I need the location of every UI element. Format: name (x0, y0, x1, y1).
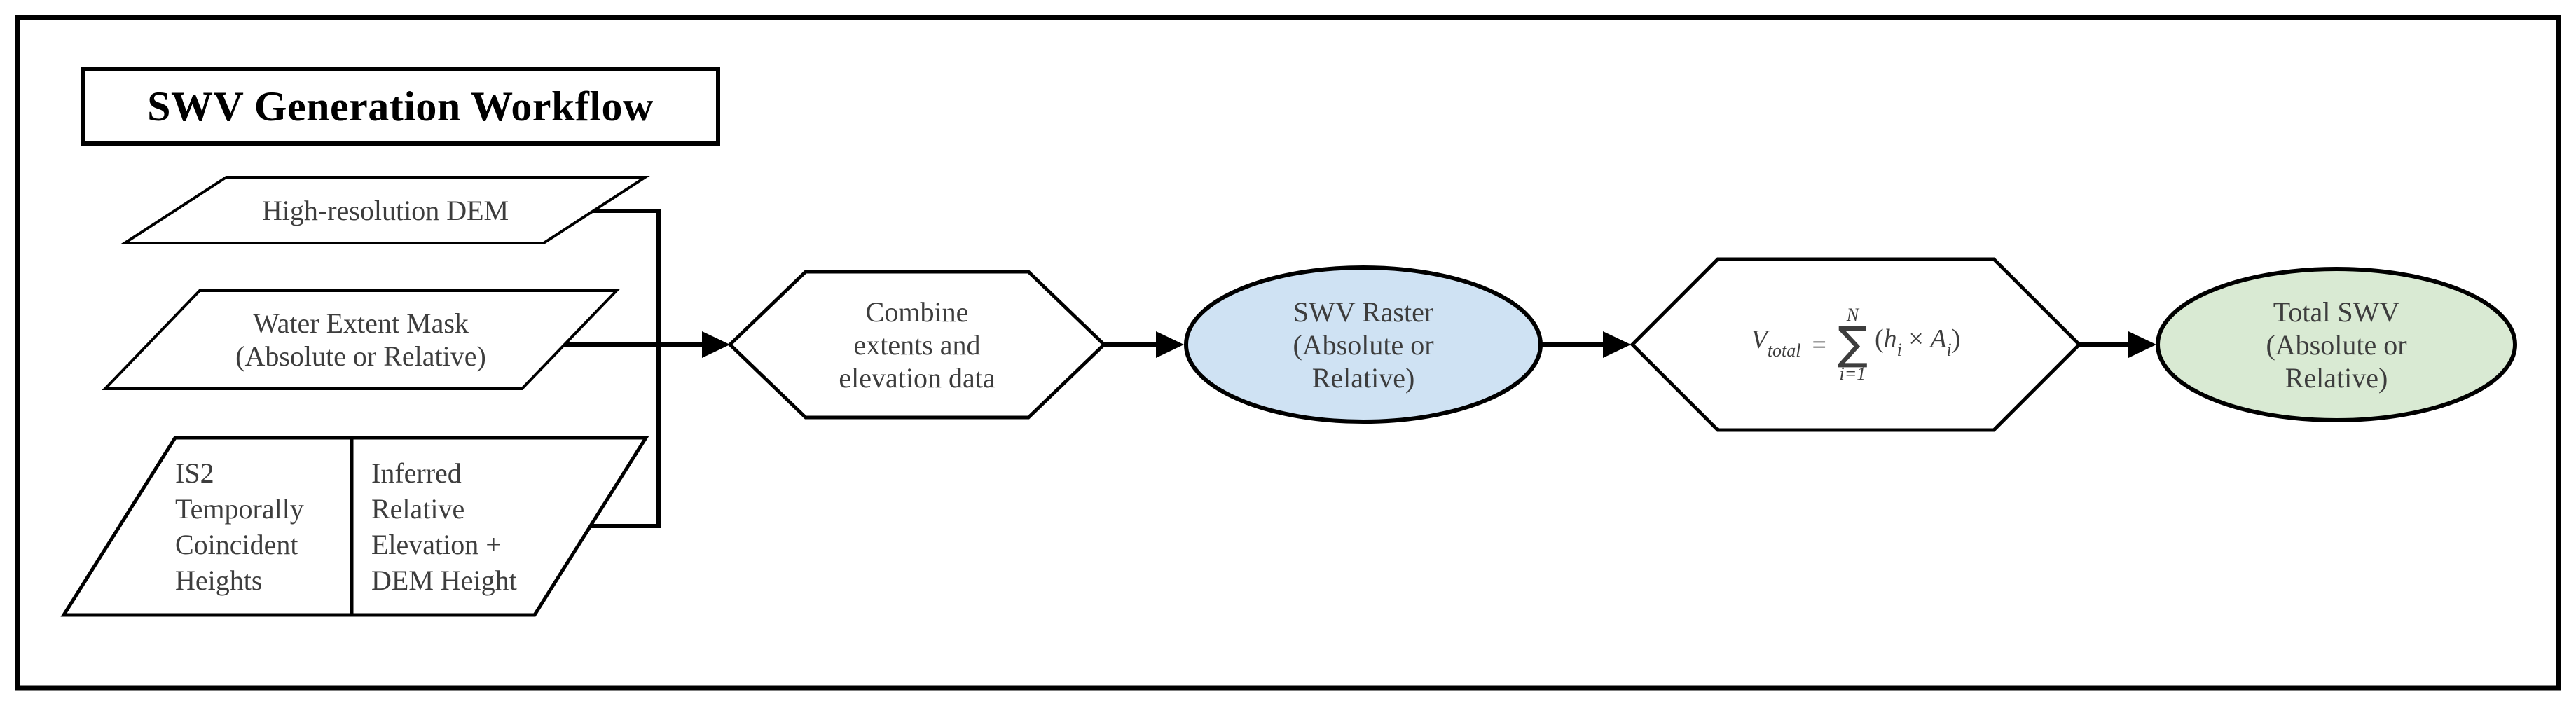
arrowhead-mask-to-combine (702, 331, 730, 358)
arrowhead-raster-to-formula (1603, 331, 1631, 358)
arrowhead-combine-to-raster (1156, 331, 1184, 358)
is2-inferred-parallelogram (60, 436, 649, 617)
arrowhead-formula-to-total (2128, 331, 2156, 358)
dem-parallelogram (120, 176, 650, 244)
combine-hexagon (727, 270, 1107, 420)
title-box (81, 67, 720, 146)
connector-inputs-junction (581, 209, 661, 528)
formula-hexagon (1630, 257, 2082, 432)
water-mask-parallelogram (102, 289, 620, 390)
swv-raster-ellipse (1184, 265, 1543, 424)
total-swv-ellipse (2156, 267, 2517, 422)
